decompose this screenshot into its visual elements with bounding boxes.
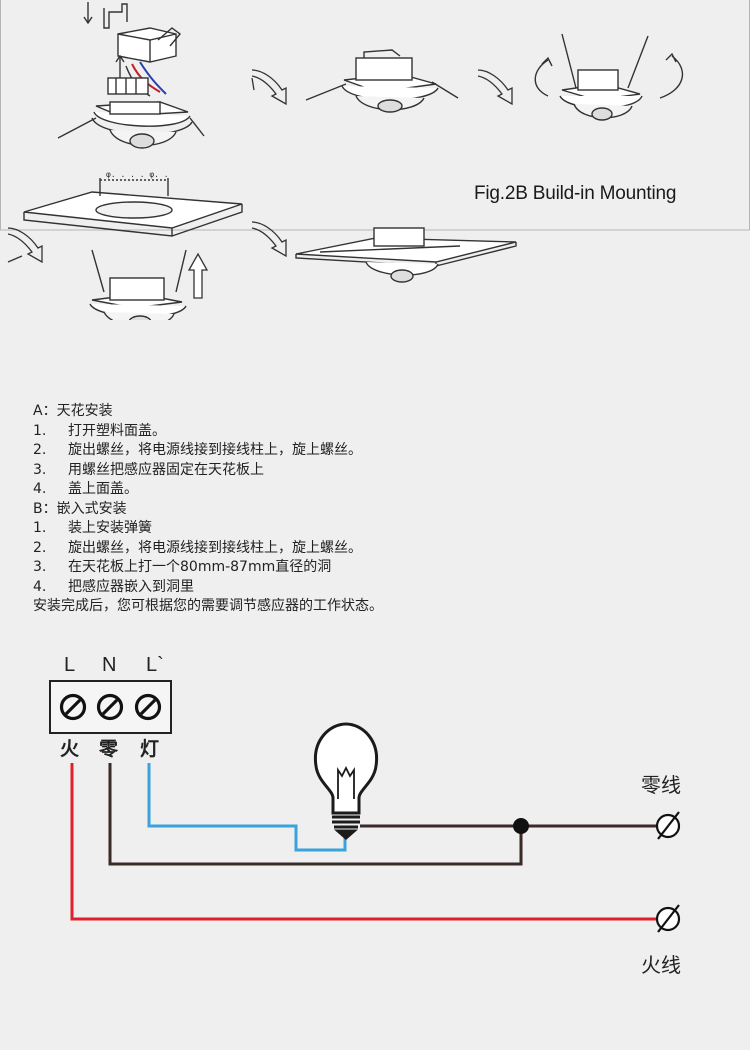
live-terminal-icon [655,904,681,933]
step-number: 2. [33,539,47,556]
load-wire [147,763,347,852]
ceiling-panel [23,178,243,237]
section-a-step: 1. 打开塑料面盖。 [33,422,733,442]
sensor-installed [295,227,517,283]
section-a-step: 2. 旋出螺丝，将电源线接到接线柱上，旋上螺丝。 [33,441,733,461]
step-number: 4. [33,578,47,595]
step-text: 把感应器嵌入到洞里 [68,578,194,595]
section-a-title: A：天花安装 [33,403,113,419]
step-number: 3. [33,461,47,478]
step-number: 1. [33,422,47,439]
step-text: 在天花板上打一个80mm-87mm直径的洞 [68,559,332,575]
step-number: 1. [33,520,47,536]
wiring-diagram: L N L` 火 零 灯 零线 火线 [49,654,681,977]
terminal-label-live: 火 [60,738,80,760]
section-a-step: 4. 盖上面盖。 [33,480,733,500]
terminal-label-l: L [64,654,75,676]
section-b-step: 3. 在天花板上打一个80mm-87mm直径的洞 [33,558,733,578]
figure-caption: Fig.2B Build-in Mounting [474,183,677,204]
step-arrow [7,227,43,264]
step-text: 装上安装弹簧 [68,520,152,536]
sensor-with-springs [534,33,684,121]
section-b-step: 1. 装上安装弹簧 [33,519,733,539]
terminal-screw [96,693,124,721]
step-text: 打开塑料面盖。 [68,422,166,439]
step-number: 3. [33,559,47,575]
step-text: 旋出螺丝，将电源线接到接线柱上，旋上螺丝。 [68,442,362,458]
neutral-line-label: 零线 [641,773,681,797]
terminal-label-neutral: 零 [98,738,119,760]
terminal-label-n: N [102,654,116,676]
live-wire [70,763,657,921]
step-text: 旋出螺丝，将电源线接到接线柱上，旋上螺丝。 [68,539,362,556]
closing-note: 安装完成后，您可根据您的需要调节感应器的工作状态。 [33,598,383,614]
terminal-label-load: L` [146,654,164,676]
sensor-exploded-view [57,2,205,149]
hole-dimension-label: φ. . . . φ. . [106,170,169,179]
terminal-screw [134,693,162,721]
junction-dot [513,818,529,834]
step-number: 2. [33,442,47,458]
section-b-step: 4. 把感应器嵌入到洞里 [33,578,733,598]
sensor-assembled [305,49,459,113]
step-text: 盖上面盖。 [68,481,138,497]
section-b-step: 2. 旋出螺丝，将电源线接到接线柱上，旋上螺丝。 [33,539,733,559]
neutral-wire [108,763,523,866]
installation-instructions: A：天花安装 1. 打开塑料面盖。 2. 旋出螺丝，将电源线接到接线柱上，旋上螺丝。… [33,402,733,617]
mounting-illustration: φ. . . . φ. . [0,0,750,320]
step-arrow [477,69,513,106]
step-text: 用螺丝把感应器固定在天花板上 [68,461,264,478]
light-bulb-icon [313,722,379,840]
section-b-title: B：嵌入式安装 [33,500,127,517]
up-arrow [187,252,209,299]
step-arrow [251,69,287,106]
terminal-label-lamp: 灯 [140,738,159,760]
sensor-below-panel [89,249,187,320]
live-line-label: 火线 [641,953,681,977]
step-number: 4. [33,481,47,497]
terminal-screw [59,693,87,721]
step-arrow [251,221,287,258]
section-a-step: 3. 用螺丝把感应器固定在天花板上 [33,461,733,481]
neutral-terminal-icon [655,811,681,840]
